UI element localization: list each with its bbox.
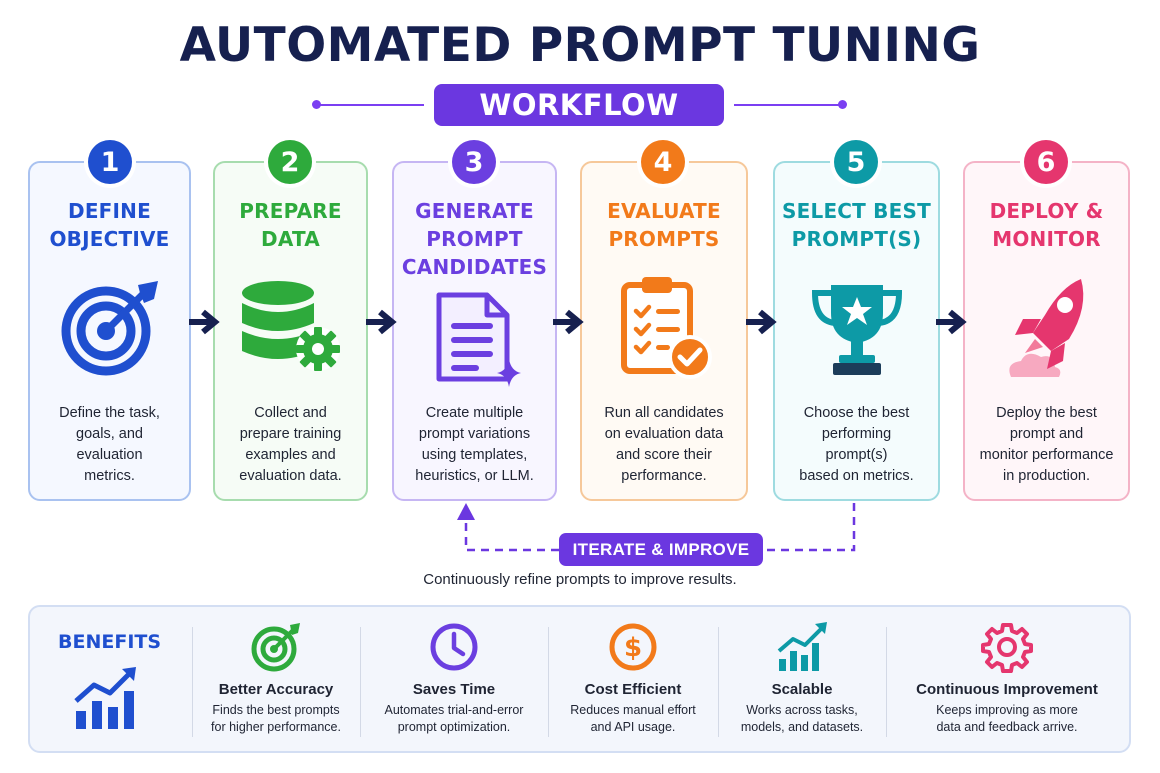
step-description: Deploy the best prompt and monitor perfo… [979,405,1114,484]
benefit-title: Better Accuracy [218,681,334,698]
subtitle-left-line [318,104,424,106]
benefits-panel: BENEFITS Better Accuracy Finds the best … [28,605,1131,753]
step-title: DEPLOY & MONITOR [989,199,1104,251]
step-card-prepare-data: PREPARE DATA Collect and prepare trainin… [213,161,368,501]
step-card-select-best: SELECT BEST PROMPT(S) Choose the best pe… [773,161,940,501]
step-title: SELECT BEST PROMPT(S) [782,199,931,251]
step-number-badge: 4 [641,140,685,184]
iterate-improve-badge: ITERATE & IMPROVE [559,533,763,566]
step-number-badge: 5 [834,140,878,184]
subtitle-right-dot [838,100,847,109]
page-title: AUTOMATED PROMPT TUNING [179,18,981,73]
database-gear-icon [241,281,340,371]
flow-arrow-icon [189,309,220,335]
flow-arrow-icon [366,309,397,335]
step-card-generate-candidates: GENERATE PROMPT CANDIDATES Create multip… [392,161,557,501]
trophy-icon [811,285,902,375]
benefit-cost-efficient: $ Cost Efficient Reduces manual effort a… [556,621,710,736]
growth-bar-chart-icon [74,667,136,729]
step-description: Run all candidates on evaluation data an… [604,405,724,484]
subtitle-badge: WORKFLOW [434,84,724,126]
document-sparkle-icon [436,292,521,387]
benefit-description: Automates trial-and-error prompt optimiz… [384,703,524,734]
flow-arrow-icon [746,309,777,335]
subtitle-right-line [734,104,840,106]
step-description: Choose the best performing prompt(s) bas… [799,405,914,484]
target-icon [251,623,300,672]
step-description: Collect and prepare training examples an… [239,405,342,484]
step-number-badge: 6 [1024,140,1068,184]
growth-chart-icon [777,622,827,671]
benefit-title: Continuous Improvement [916,681,1098,698]
clipboard-check-icon [621,277,712,379]
benefit-description: Keeps improving as more data and feedbac… [936,703,1078,734]
gear-icon [981,623,1033,673]
step-title: DEFINE OBJECTIVE [49,199,170,251]
step-title: PREPARE DATA [239,199,342,251]
step-number-badge: 2 [268,140,312,184]
benefit-better-accuracy: Better Accuracy Finds the best prompts f… [200,621,352,736]
step-description: Define the task, goals, and evaluation m… [59,405,160,484]
flow-arrow-icon [936,309,967,335]
svg-text:$: $ [624,633,642,663]
step-title: GENERATE PROMPT CANDIDATES [401,199,548,279]
subtitle-left-dot [312,100,321,109]
benefit-saves-time: Saves Time Automates trial-and-error pro… [368,621,540,736]
target-icon [61,281,158,376]
benefit-divider [192,627,193,737]
benefit-title: Saves Time [412,681,496,698]
benefit-divider [548,627,549,737]
step-number-badge: 1 [88,140,132,184]
loop-caption: Continuously refine prompts to improve r… [423,571,737,588]
benefits-title: BENEFITS [58,631,162,653]
step-number-badge: 3 [452,140,496,184]
clock-icon [430,623,478,671]
benefit-title: Scalable [771,681,833,698]
benefit-divider [886,627,887,737]
step-card-deploy-monitor: DEPLOY & MONITOR Deploy the best prompt … [963,161,1130,501]
benefit-description: Reduces manual effort and API usage. [570,703,696,734]
step-title: EVALUATE PROMPTS [607,199,721,251]
step-card-define-objective: DEFINE OBJECTIVE Define the task, goals,… [28,161,191,501]
flow-arrow-icon [553,309,584,335]
benefit-scalable: Scalable Works across tasks, models, and… [726,621,878,736]
benefit-divider [360,627,361,737]
benefit-continuous-improvement: Continuous Improvement Keeps improving a… [894,621,1120,736]
benefit-title: Cost Efficient [584,681,682,698]
rocket-icon [1008,279,1083,377]
dollar-coin-icon: $ [609,623,657,671]
benefit-description: Works across tasks, models, and datasets… [740,703,864,734]
step-card-evaluate-prompts: EVALUATE PROMPTS Run all candidates on e… [580,161,748,501]
step-description: Create multiple prompt variations using … [415,405,534,484]
benefit-divider [718,627,719,737]
benefit-description: Finds the best prompts for higher perfor… [211,703,341,734]
